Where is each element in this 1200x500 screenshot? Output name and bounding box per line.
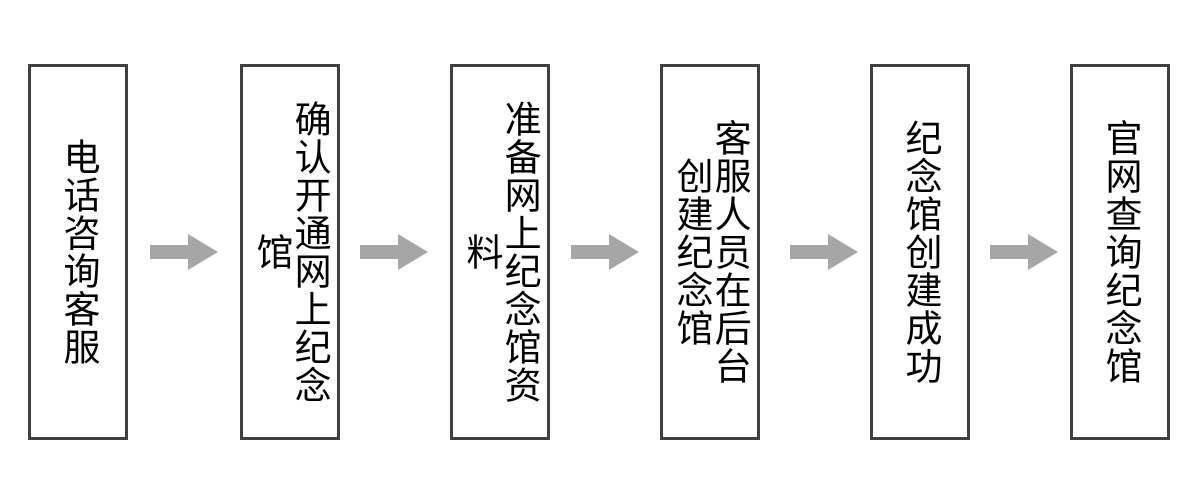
process-box-label-step-4: 客服人员在后台创建纪念馆 (670, 119, 752, 385)
process-box-step-3[interactable]: 准备网上纪念馆资料 (450, 64, 550, 440)
process-box-label-step-1: 电话咨询客服 (57, 138, 101, 366)
process-box-step-1[interactable]: 电话咨询客服 (28, 64, 128, 440)
arrow-right-icon-4 (790, 234, 858, 270)
arrow-right-icon-2 (360, 234, 428, 270)
process-box-step-5[interactable]: 纪念馆创建成功 (870, 64, 970, 440)
process-box-label-step-2: 确认开通网上纪念馆 (250, 100, 332, 404)
process-box-label-step-6: 官网查询纪念馆 (1099, 119, 1143, 385)
arrow-right-icon-3 (571, 234, 639, 270)
process-box-step-2[interactable]: 确认开通网上纪念馆 (240, 64, 340, 440)
process-box-label-step-3: 准备网上纪念馆资料 (460, 100, 542, 404)
process-box-label-step-5: 纪念馆创建成功 (899, 119, 943, 385)
arrow-right-icon-1 (150, 234, 218, 270)
process-box-step-4[interactable]: 客服人员在后台创建纪念馆 (660, 64, 760, 440)
process-box-step-6[interactable]: 官网查询纪念馆 (1070, 64, 1170, 440)
arrow-right-icon-5 (990, 234, 1058, 270)
